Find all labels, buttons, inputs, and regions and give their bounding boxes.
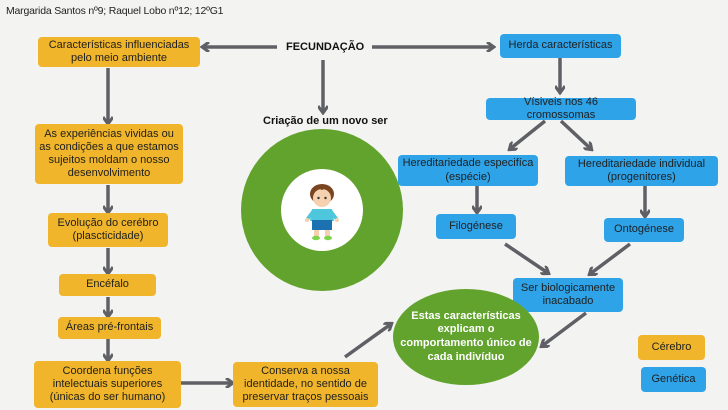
ontogenesis-box: Ontogénese [604,218,684,242]
arrow-unfinished-to-conclusion [542,311,588,346]
prefrontal-box: Áreas pré-frontais [58,317,161,339]
legend-genetics: Genética [641,367,706,392]
experiences-box: As experiências vividas ou as condições … [35,124,183,184]
child-illustration [281,169,363,251]
identity-box: Conserva a nossa identidade, no sentido … [233,362,378,407]
arrow-ontogenesis-to-unfinished [590,242,632,274]
unfinished-being-box: Ser biologicamente inacabado [513,278,623,312]
conclusion-ellipse: Estas características explicam o comport… [393,289,539,385]
legend-brain: Cérebro [638,335,705,360]
author-line: Margarida Santos nº9; Raquel Lobo nº12; … [6,5,224,17]
arrow-phylogenesis-to-unfinished [504,242,548,273]
arrow-identity-to-conclusion [343,324,391,359]
species-heredity-box: Hereditariedade especifíca (espécie) [398,155,538,186]
encephalon-box: Encéfalo [59,274,156,296]
arrow-visible-to-individual [559,119,591,149]
inherits-box: Herda características [500,34,621,58]
arrow-visible-to-species [510,119,547,149]
brain-evolution-box: Evolução do cerébro (plascticidade) [48,213,168,247]
new-being-label: Criação de um novo ser [263,115,388,127]
phylogenesis-box: Filogénese [436,214,516,239]
individual-heredity-box: Hereditariedade individual (progenitores… [565,156,718,186]
child-icon [305,184,339,241]
coordinates-box: Coordena funções intelectuais superiores… [34,361,181,408]
environment-box: Características influenciadas pelo meio … [38,37,200,67]
visible-chromosomes-box: Vísiveis nos 46 cromossomas [486,96,636,121]
fecundacao-title: FECUNDAÇÃO [286,41,365,53]
new-being-ring [241,129,403,291]
